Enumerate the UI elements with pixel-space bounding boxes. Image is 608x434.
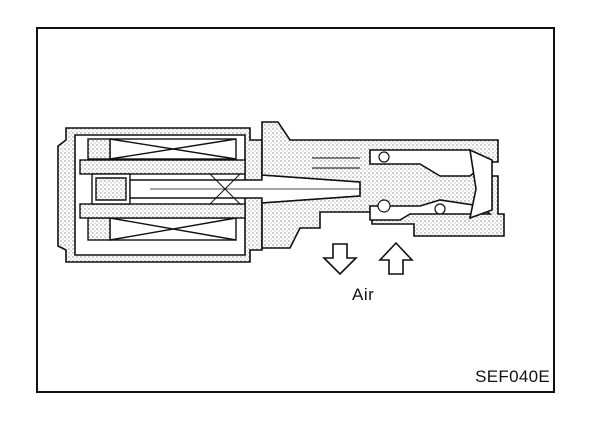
figure-reference-code: SEF040E <box>475 367 550 386</box>
lower-coil-winding <box>87 217 237 241</box>
air-in-arrow-icon <box>378 241 414 275</box>
air-out-arrow-icon <box>322 243 358 276</box>
seal-rings <box>377 151 446 215</box>
valve-body <box>261 121 505 249</box>
bobbin-core <box>79 159 246 219</box>
upper-coil-winding <box>87 138 237 160</box>
air-label: Air <box>352 285 375 304</box>
figure-frame <box>36 27 555 393</box>
